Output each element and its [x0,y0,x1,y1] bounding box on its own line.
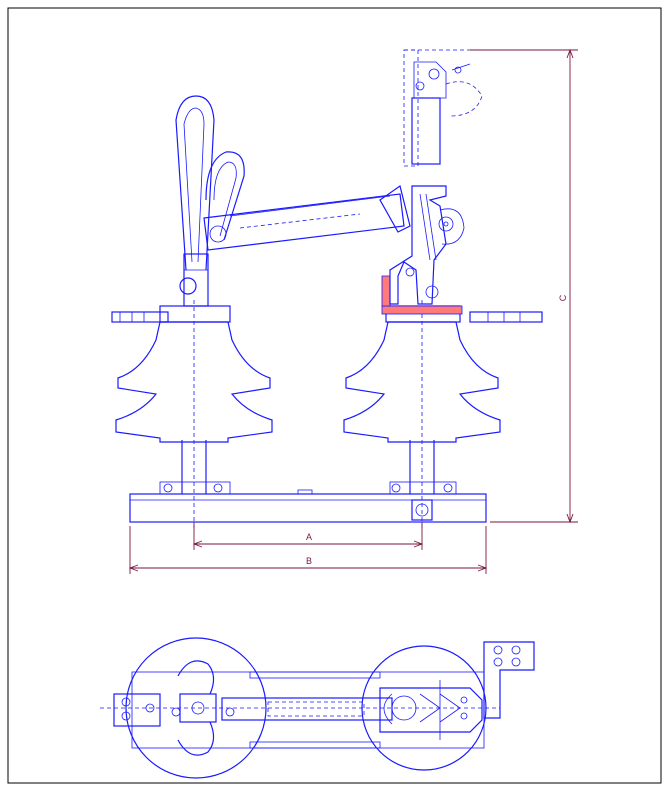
sheet-frame [7,7,662,784]
dimension-b-label: B [306,556,312,566]
plan-view [100,637,535,779]
left-insulator [115,300,273,530]
right-terminal-pad [469,311,543,323]
right-insulator [343,300,501,530]
hatched-bracket [381,305,463,315]
dimension-lines: A B C [128,48,578,574]
upper-contact-head [379,185,465,305]
front-elevation [111,49,543,530]
detail-view-top [403,49,483,167]
left-terminal-pad [111,311,169,323]
dimension-a-label: A [306,532,312,542]
fuse-tube [203,193,405,251]
left-insulator-disc [125,637,267,779]
dimension-c-label: C [558,294,568,301]
base-channel [129,493,487,523]
pull-ring-loop [175,95,215,271]
